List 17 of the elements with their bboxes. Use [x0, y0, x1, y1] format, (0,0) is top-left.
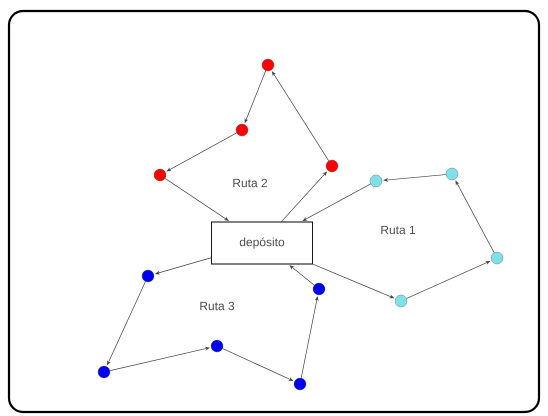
stop-dot: [312, 282, 326, 296]
stop-dot: [326, 160, 338, 172]
stop-dot: [98, 366, 110, 378]
stop-dot: [394, 294, 408, 308]
stop-dot: [490, 252, 504, 264]
route-label: Ruta 2: [233, 178, 268, 188]
stop-dot: [446, 168, 458, 180]
stop-dot: [210, 340, 224, 352]
route-label: Ruta 3: [200, 302, 234, 310]
stop-dot: [154, 168, 166, 182]
stop-dot: [294, 378, 306, 390]
route-label: Ruta 1: [381, 226, 416, 234]
stop-dot: [236, 124, 248, 136]
depot-box: depósito: [211, 222, 313, 264]
stop-dot: [370, 174, 382, 188]
stop-dot: [262, 58, 274, 72]
stop-dot: [142, 270, 154, 282]
